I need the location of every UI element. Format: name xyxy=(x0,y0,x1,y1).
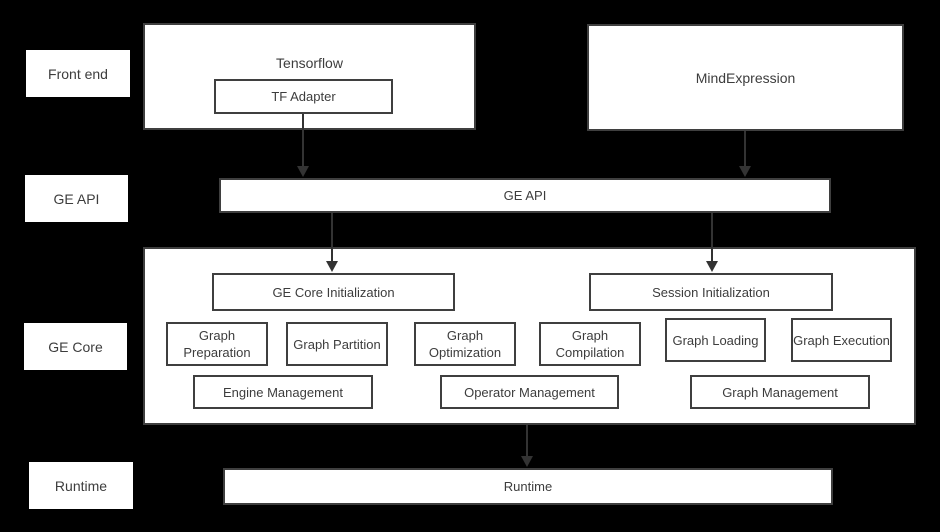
engine-management-box: Engine Management xyxy=(193,375,373,409)
layer-label-ge-core: GE Core xyxy=(24,323,127,370)
arrow-head-icon xyxy=(739,166,751,177)
arrow-shaft xyxy=(744,131,746,167)
arrow-shaft xyxy=(711,213,713,262)
module-graph-compilation: Graph Compilation xyxy=(539,322,641,366)
module-graph-execution: Graph Execution xyxy=(791,318,892,362)
graph-management-box: Graph Management xyxy=(690,375,870,409)
arrow-head-icon xyxy=(297,166,309,177)
arrow-mindexpression-to-ge-api xyxy=(739,131,751,177)
operator-management-box: Operator Management xyxy=(440,375,619,409)
module-graph-optimization: Graph Optimization xyxy=(414,322,516,366)
arrow-shaft xyxy=(302,114,304,167)
layer-label-front-end: Front end xyxy=(26,50,130,97)
runtime-bar: Runtime xyxy=(223,468,833,505)
arrow-tf-adapter-to-ge-api xyxy=(297,114,309,177)
arrow-head-icon xyxy=(706,261,718,272)
arrow-head-icon xyxy=(326,261,338,272)
arrow-ge-api-to-ge-core-init xyxy=(326,213,338,272)
tf-adapter-box: TF Adapter xyxy=(214,79,393,114)
session-initialization-box: Session Initialization xyxy=(589,273,833,311)
arrow-shaft xyxy=(331,213,333,262)
mindexpression-box: MindExpression xyxy=(587,24,904,131)
layer-label-ge-api: GE API xyxy=(25,175,128,222)
arrow-ge-core-to-runtime xyxy=(521,425,533,467)
module-graph-loading: Graph Loading xyxy=(665,318,766,362)
module-graph-partition: Graph Partition xyxy=(286,322,388,366)
arrow-head-icon xyxy=(521,456,533,467)
arrow-ge-api-to-session-init xyxy=(706,213,718,272)
layer-label-runtime: Runtime xyxy=(29,462,133,509)
module-graph-preparation: Graph Preparation xyxy=(166,322,268,366)
ge-core-initialization-box: GE Core Initialization xyxy=(212,273,455,311)
ge-api-bar: GE API xyxy=(219,178,831,213)
arrow-shaft xyxy=(526,425,528,457)
